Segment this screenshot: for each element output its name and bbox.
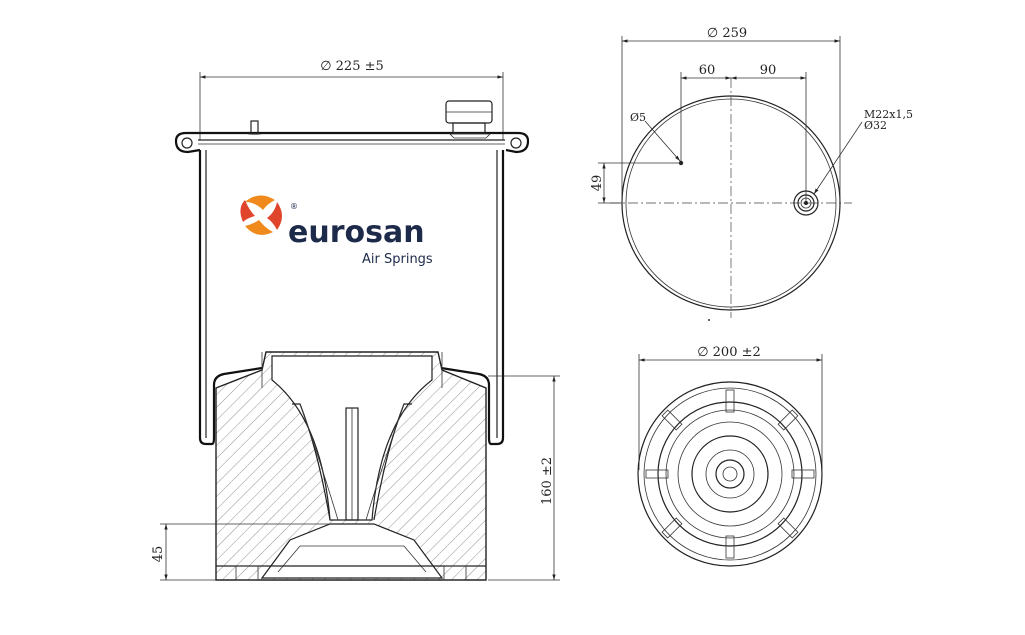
registered-mark: ® xyxy=(290,202,298,211)
piston-ribs xyxy=(292,403,412,521)
pin-hole-label: Ø5 xyxy=(630,111,646,124)
offset-right-label: 90 xyxy=(760,63,777,78)
outer-diameter-dimension: ∅ 259 xyxy=(621,26,841,203)
offset-dimensions: 60 90 xyxy=(680,63,807,203)
brand-logo: ® eurosan Air Springs xyxy=(240,195,433,267)
bottom-ribs xyxy=(645,389,815,559)
vertical-offset-dimension: 49 xyxy=(590,162,681,204)
port-diameter-label: Ø32 xyxy=(864,119,887,132)
brand-name: eurosan xyxy=(288,215,425,250)
swirl-logo-icon xyxy=(240,195,282,235)
vertical-offset-label: 49 xyxy=(590,175,605,192)
piston-height-label: 45 xyxy=(151,546,166,563)
height-dimension: 160 ±2 xyxy=(488,375,560,581)
air-port: M22x1,5 Ø32 xyxy=(793,108,913,216)
brand-subtitle: Air Springs xyxy=(362,252,433,267)
bellow xyxy=(198,150,505,446)
pin-hole: Ø5 xyxy=(630,111,684,166)
height-label: 160 ±2 xyxy=(540,457,555,505)
side-view: ∅ 225 ±5 xyxy=(151,59,560,581)
thread-label: M22x1,5 xyxy=(864,108,913,121)
outer-diameter-label: ∅ 259 xyxy=(707,26,747,41)
top-plate xyxy=(174,100,530,154)
bottom-view: ∅ 200 ±2 xyxy=(637,345,823,567)
top-diameter-dimension: ∅ 225 ±5 xyxy=(199,59,504,140)
piston-height-dimension: 45 xyxy=(151,523,330,581)
top-diameter-label: ∅ 225 ±5 xyxy=(320,59,384,74)
top-view: ∅ 259 60 90 Ø5 49 xyxy=(590,26,913,321)
piston-section xyxy=(215,351,487,581)
piston-diameter-label: ∅ 200 ±2 xyxy=(697,345,761,360)
offset-left-label: 60 xyxy=(699,63,716,78)
piston-diameter-dimension: ∅ 200 ±2 xyxy=(638,345,823,470)
